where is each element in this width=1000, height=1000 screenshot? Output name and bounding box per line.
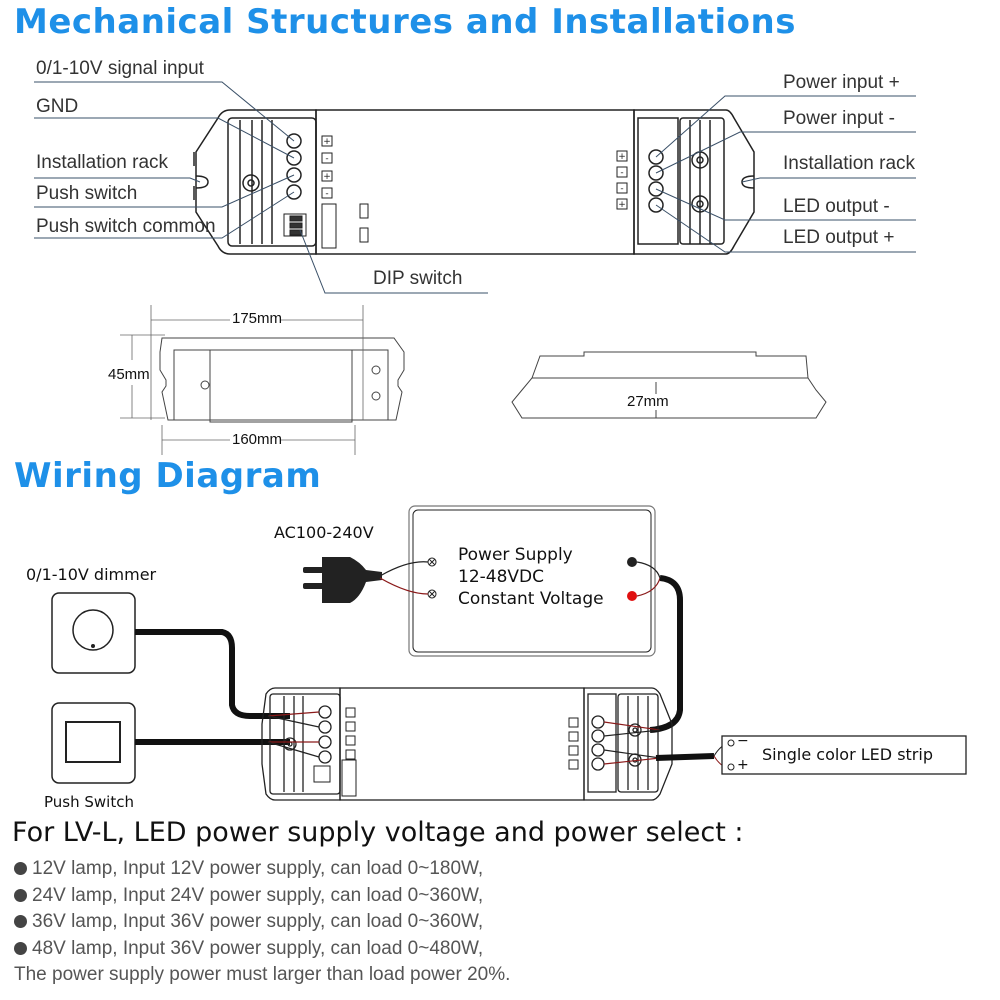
svg-text:+: + [323, 172, 331, 182]
list-item: 12V lamp, Input 12V power supply, can lo… [14, 856, 483, 883]
label-gnd: GND [36, 96, 79, 117]
bullet-icon [14, 915, 27, 928]
power-supply-type: Constant Voltage [458, 589, 604, 609]
right-terminals [648, 149, 664, 213]
svg-text:-: - [620, 184, 623, 194]
dc-positive-terminal [627, 591, 637, 601]
power-select-list: 12V lamp, Input 12V power supply, can lo… [14, 856, 483, 962]
dimension-height: 27mm [627, 393, 669, 410]
mechanical-top-view: + - + - + - - + [34, 81, 916, 455]
svg-text:+: + [323, 137, 331, 147]
left-leader-lines [34, 81, 488, 294]
dimension-width: 45mm [108, 366, 150, 383]
push-switch-icon [51, 702, 136, 784]
push-switch-label: Push Switch [44, 793, 134, 811]
power-supply-box [408, 505, 656, 657]
led-strip-label: Single color LED strip [762, 745, 933, 764]
left-polarity-marks [321, 135, 333, 199]
mechanical-section-title: Mechanical Structures and Installations [14, 2, 796, 42]
svg-text:-: - [620, 168, 623, 178]
right-polarity-marks [616, 150, 628, 210]
list-item: 24V lamp, Input 24V power supply, can lo… [14, 883, 483, 910]
dimension-lines [120, 305, 364, 455]
controller-outline [195, 109, 755, 255]
svg-text:+: + [618, 200, 626, 210]
led-strip-plus-sign: + [737, 757, 749, 773]
svg-text:-: - [325, 154, 328, 164]
label-push-switch-common: Push switch common [36, 216, 216, 237]
dimension-length-total: 175mm [232, 310, 283, 327]
power-margin-note: The power supply power must larger than … [14, 964, 511, 985]
list-item: 36V lamp, Input 36V power supply, can lo… [14, 909, 483, 936]
label-power-input-minus: Power input - [783, 108, 895, 129]
ac-plug-icon [303, 557, 382, 603]
dc-negative-terminal [627, 557, 637, 567]
right-leader-lines [655, 95, 916, 253]
led-strip-minus-sign: − [737, 733, 749, 749]
wiring-controller-outline [261, 687, 673, 801]
bullet-icon [14, 862, 27, 875]
label-power-input-plus: Power input + [783, 72, 900, 93]
ac-input-label: AC100-240V [274, 523, 374, 542]
power-select-title: For LV-L, LED power supply voltage and p… [12, 817, 744, 848]
led-strip [721, 735, 967, 775]
svg-text:-: - [325, 189, 328, 199]
front-dimension-view [159, 337, 405, 423]
label-push-switch: Push switch [36, 183, 138, 204]
dimension-length-body: 160mm [232, 431, 283, 448]
dimmer-label: 0/1-10V dimmer [26, 565, 157, 584]
side-dimension-view [511, 351, 827, 419]
label-signal-input: 0/1-10V signal input [36, 58, 204, 79]
bullet-icon [14, 941, 27, 955]
label-dip-switch: DIP switch [373, 268, 463, 289]
list-item: 48V lamp, Input 36V power supply, can lo… [14, 936, 483, 963]
label-led-output-minus: LED output - [783, 196, 890, 217]
dimmer-icon [51, 592, 136, 674]
bullet-icon [14, 888, 27, 902]
label-installation-rack-right: Installation rack [783, 153, 916, 174]
wiring-left-terminals [318, 705, 332, 764]
power-supply-voltage: 12-48VDC [458, 567, 544, 587]
wiring-section-title: Wiring Diagram [14, 456, 322, 496]
wiring-right-terminals [591, 715, 605, 771]
label-led-output-plus: LED output + [783, 227, 895, 248]
power-supply-name: Power Supply [458, 545, 573, 565]
label-installation-rack-left: Installation rack [36, 152, 169, 173]
power-supply-label: Power Supply 12-48VDC Constant Voltage [458, 544, 604, 610]
svg-text:+: + [618, 152, 626, 162]
